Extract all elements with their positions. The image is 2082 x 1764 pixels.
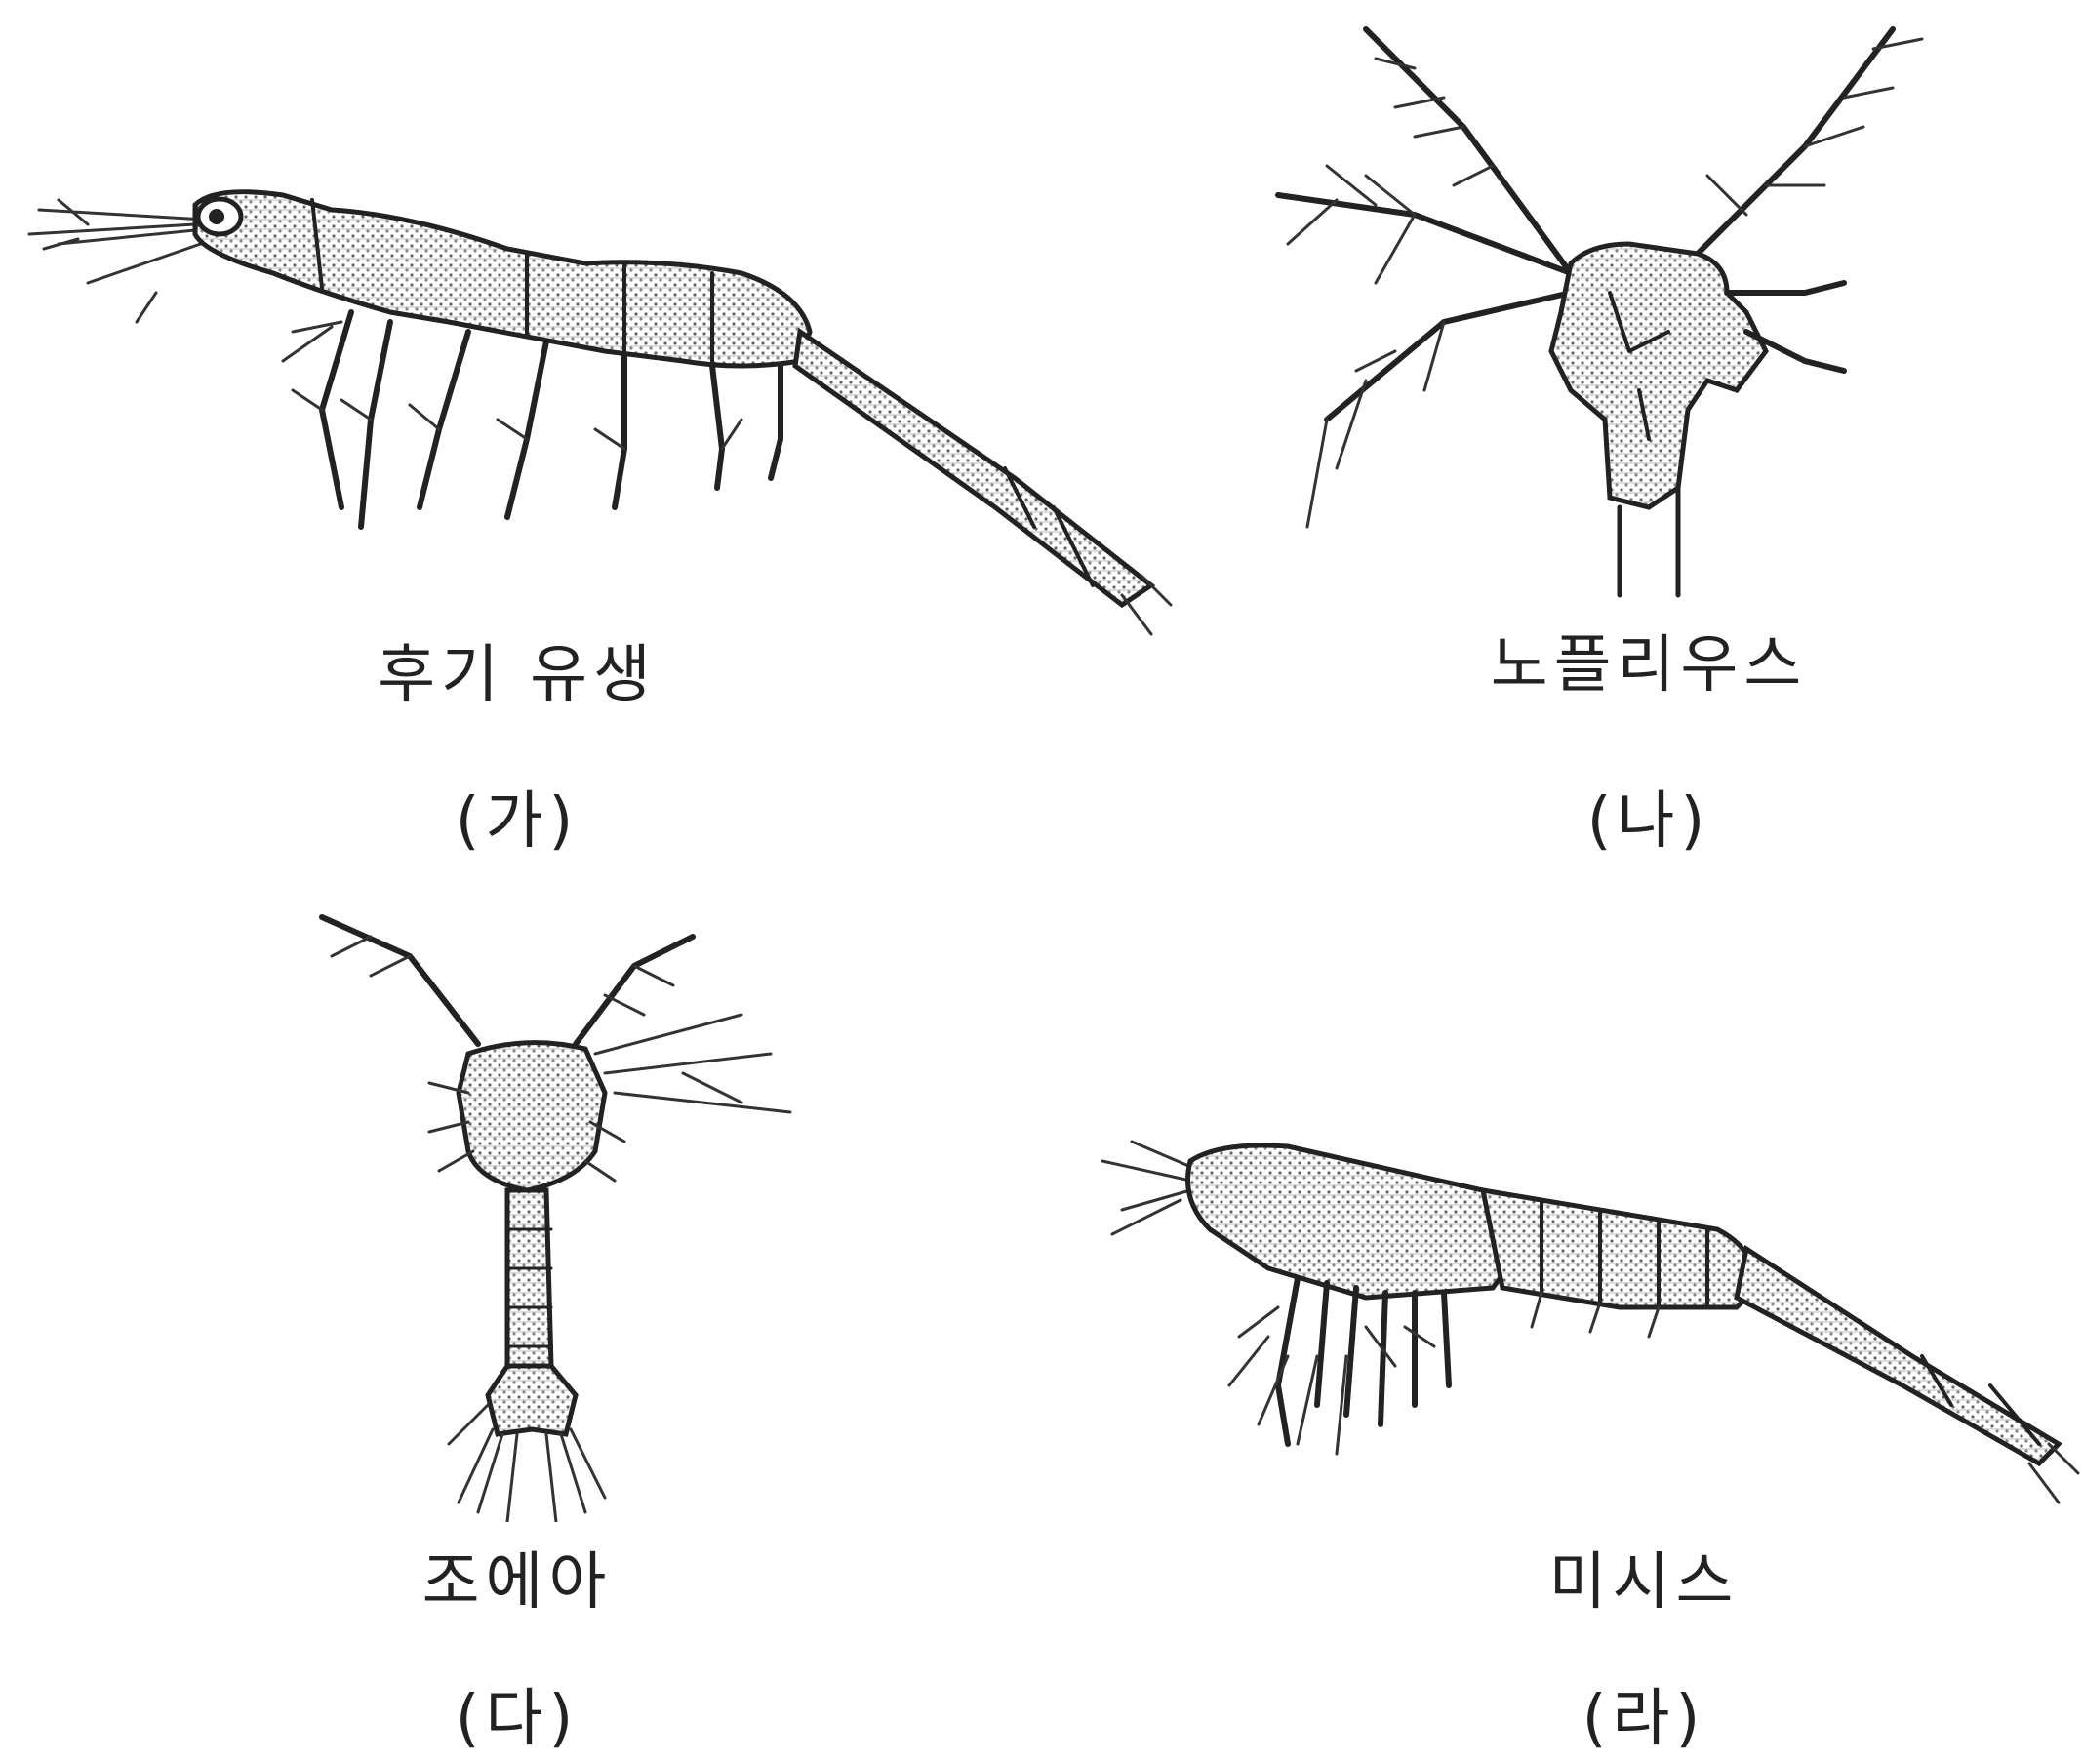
panel-da: 조에아 (다) bbox=[0, 898, 1073, 1764]
stage-label-ra: 미시스 bbox=[1549, 1532, 1740, 1622]
tag-label-na: (나) bbox=[1587, 771, 1711, 861]
tag-label-ga: (가) bbox=[456, 771, 580, 861]
tag-label-da: (다) bbox=[456, 1668, 580, 1758]
postlarva-shrimp-drawing bbox=[0, 0, 1200, 663]
panel-na: 노플리우스 (나) bbox=[1220, 0, 2082, 878]
panel-ra: 미시스 (라) bbox=[1073, 898, 2082, 1764]
stage-label-ga: 후기 유생 bbox=[378, 624, 657, 714]
panel-ga: 후기 유생 (가) bbox=[0, 0, 1200, 878]
stage-label-na: 노플리우스 bbox=[1491, 615, 1807, 704]
tag-label-ra: (라) bbox=[1582, 1668, 1706, 1758]
mysis-drawing bbox=[1073, 898, 2082, 1522]
nauplius-drawing bbox=[1220, 0, 2082, 624]
stage-label-da: 조에아 bbox=[422, 1532, 613, 1622]
zoea-drawing bbox=[0, 898, 1073, 1522]
